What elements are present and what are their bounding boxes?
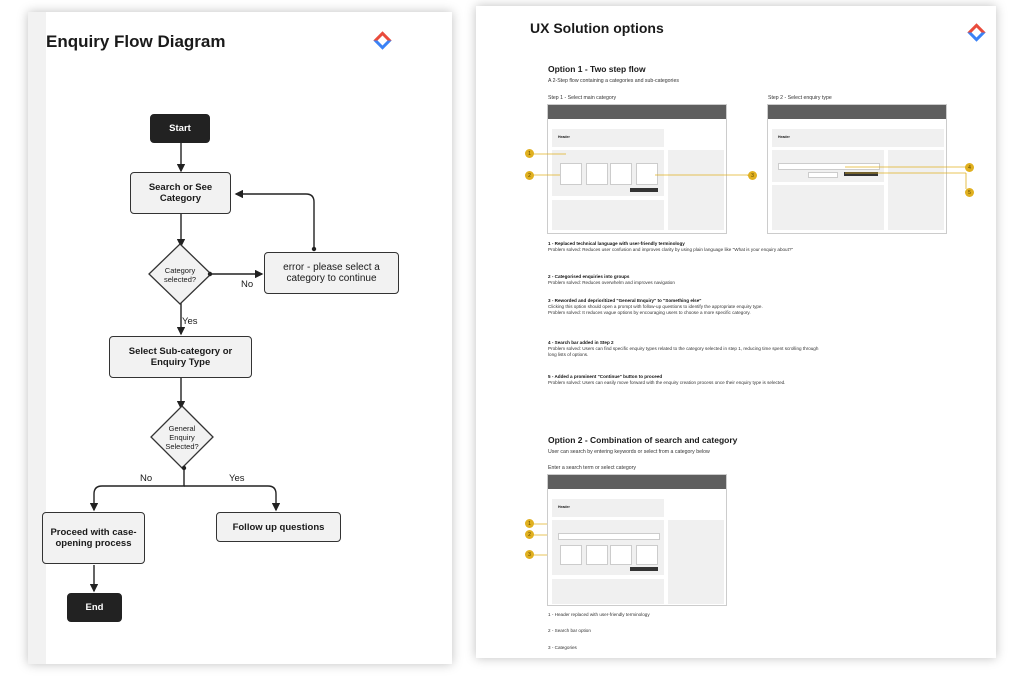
annotation-badge-1: 1 — [525, 149, 534, 158]
option2-prompt: Enter a search term or select category — [548, 465, 636, 471]
wireframe-option2: Header — [547, 474, 727, 606]
wireframe-step2: Header — [767, 104, 947, 234]
annotation-badge-3: 3 — [525, 550, 534, 559]
node-error: error - please select a category to cont… — [264, 252, 399, 294]
option1-subtitle: A 2-Step flow containing a categories an… — [548, 78, 679, 84]
flow-diagram-title: Enquiry Flow Diagram — [46, 32, 226, 51]
edge-label-yes: Yes — [229, 473, 245, 484]
ux-page-title: UX Solution options — [530, 20, 664, 36]
decision-category-label: Category selected? — [163, 266, 197, 284]
edge-general-yes — [184, 485, 281, 512]
edge-general-no — [89, 466, 185, 512]
node-proceed: Proceed with case-opening process — [42, 512, 145, 564]
option2-title: Option 2 - Combination of search and cat… — [548, 435, 738, 445]
option1-step2-label: Step 2 - Select enquiry type — [768, 95, 832, 101]
node-end: End — [67, 593, 122, 622]
option1-note-3: 3 - Reworded and deprioritized "General … — [548, 298, 763, 316]
node-follow-up: Follow up questions — [216, 512, 341, 542]
flow-connectors — [89, 143, 317, 593]
option2-note-3: 3 - Categories — [548, 645, 577, 650]
node-search-category: Search or See Category — [130, 172, 231, 214]
node-subcategory: Select Sub-category or Enquiry Type — [109, 336, 252, 378]
option1-title: Option 1 - Two step flow — [548, 64, 646, 74]
edge-label-no: No — [140, 473, 153, 484]
annotation-badge-5: 5 — [965, 188, 974, 197]
option2-note-2: 2 - Search bar option — [548, 628, 591, 633]
annotation-badge-1: 1 — [525, 519, 534, 528]
annotation-badge-3: 3 — [748, 171, 757, 180]
annotation-badge-2: 2 — [525, 171, 534, 180]
option2-note-1: 1 - Header replaced with user-friendly t… — [548, 612, 650, 617]
edge-label-yes: Yes — [182, 316, 198, 327]
wireframe-step1: Header — [547, 104, 727, 234]
option2-subtitle: User can search by entering keywords or … — [548, 449, 710, 455]
edge-error-search — [234, 189, 315, 251]
option1-note-1: 1 - Replaced technical language with use… — [548, 241, 794, 253]
decision-category-shape — [148, 243, 212, 305]
option1-step1-label: Step 1 - Select main category — [548, 95, 617, 101]
decision-general-label: General Enquiry Selected? — [165, 424, 199, 451]
option1-note-5: 5 - Added a prominent "Continue" button … — [548, 374, 786, 386]
edge-label-no: No — [241, 279, 254, 290]
node-start: Start — [150, 114, 210, 143]
annotation-badge-2: 2 — [525, 530, 534, 539]
annotation-badge-4: 4 — [965, 163, 974, 172]
